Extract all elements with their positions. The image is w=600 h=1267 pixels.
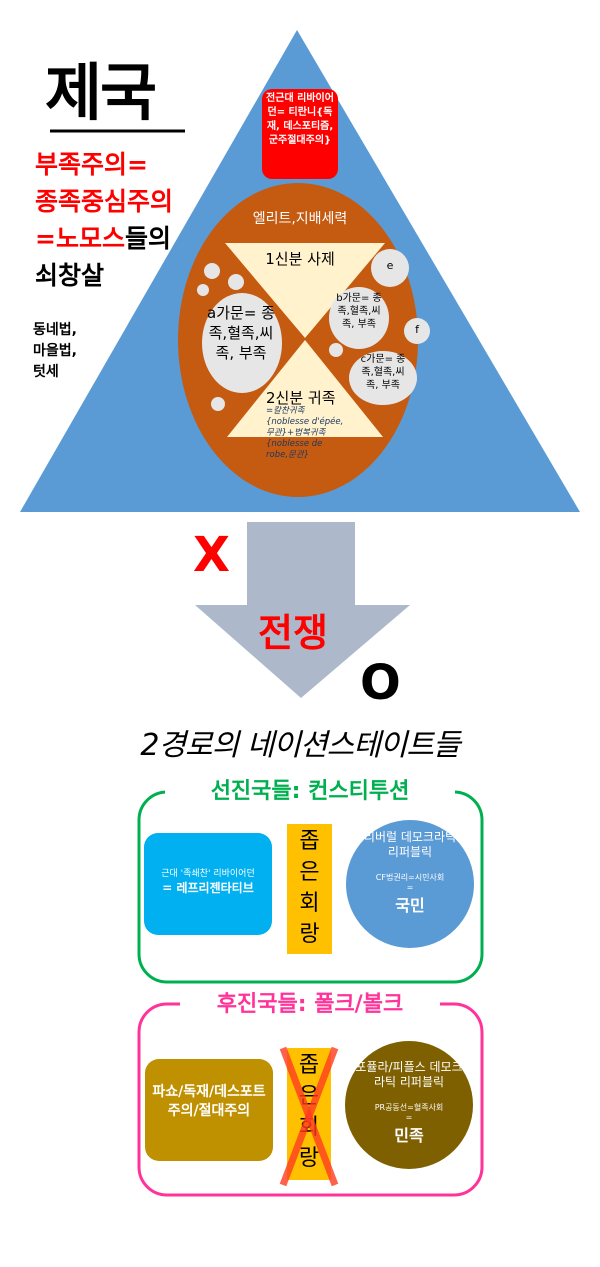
small-bubble — [228, 274, 244, 290]
late-circle-small: PR공동선=혈족사회 — [374, 1103, 444, 1112]
corridor-char: 회 — [298, 1115, 320, 1140]
corridor-char: 은 — [298, 1084, 320, 1109]
hourglass-bottom — [227, 340, 383, 437]
red-line: 부족주의= — [35, 150, 148, 179]
war-arrow — [195, 522, 410, 698]
clan-a-label: a가문= 종족,혈족,씨족, 부족 — [207, 304, 275, 362]
clan-f-bubble — [404, 318, 430, 344]
corridor-char: 좁 — [299, 829, 320, 854]
red-line: =노모스들의 — [35, 220, 235, 257]
clan-b-bubble — [329, 287, 389, 349]
war-label: 전쟁 — [258, 611, 328, 655]
advanced-heading: 선진국들: 컨스티투션 — [165, 773, 455, 805]
local-law-text: 동네법, 마을법, 텃세 — [33, 320, 77, 383]
estate1-label: 1신분 사제 — [265, 250, 335, 268]
advanced-left-text: 근대 '족쇄찬' 리바이어던 = 레프리젠타티브 — [146, 866, 270, 896]
late-circle-eq: = — [405, 1113, 413, 1122]
corridor-char: 회 — [299, 891, 320, 916]
estate2-label: 2신분 귀족 — [266, 389, 336, 407]
small-bubble — [329, 343, 343, 357]
advanced-circle — [346, 820, 474, 948]
clan-c-label: c가문= 종족,혈족,씨족, 부족 — [360, 354, 406, 391]
late-left-text: 파쇼/독재/데스포트주의/절대주의 — [152, 1084, 266, 1119]
tribalism-text: 부족주의= 종족중심주의 =노모스들의 쇠창살 — [35, 146, 235, 294]
subtitle: 2경로의 네이션스테이트들 — [140, 728, 460, 763]
advanced-left-big: = 레프리젠타티브 — [162, 881, 254, 895]
advanced-left-box — [144, 833, 272, 935]
advanced-circle-eq: = — [406, 883, 414, 892]
advanced-circle-small: CF법권리=시민사회 — [375, 873, 445, 882]
corridor-char: 랑 — [299, 922, 320, 947]
advanced-corridor-bg — [287, 824, 332, 954]
advanced-circle-big: 국민 — [395, 896, 425, 915]
corridor-char: 좁 — [298, 1053, 320, 1078]
clan-a-bubble — [202, 293, 282, 393]
local-law-line: 텃세 — [33, 364, 59, 380]
late-circle-big: 민족 — [394, 1126, 424, 1145]
advanced-circle-text: 리버럴 데모크라틱 리퍼블릭 CF법권리=시민사회 = 국민 — [358, 830, 462, 916]
local-law-line: 동네법, — [33, 322, 77, 338]
late-circle — [345, 1041, 473, 1169]
tail-text: 들의 — [124, 224, 171, 253]
corridor-char: 랑 — [298, 1146, 320, 1171]
page-title: 제국 — [45, 56, 157, 129]
clan-b-label: b가문= 종족,혈족,씨족, 부족 — [336, 293, 382, 330]
tyranny-box-bg — [262, 89, 338, 179]
advanced-left-small: 근대 '족쇄찬' 리바이어던 — [161, 869, 255, 879]
late-corridor: 좁 은 회 랑 — [287, 1050, 331, 1174]
small-bubble — [204, 263, 220, 279]
red-line: 종족중심주의 — [35, 187, 174, 216]
corridor-char: 은 — [299, 860, 320, 885]
elite-label: 엘리트,지배세력 — [252, 211, 348, 227]
hourglass-top — [225, 243, 385, 338]
local-law-line: 마을법, — [33, 343, 77, 359]
late-circle-title: 포퓰라/피플스 데모크라틱 리퍼블릭 — [355, 1060, 463, 1089]
clan-f-label: f — [415, 323, 419, 336]
nomos-text: =노모스 — [35, 224, 125, 253]
estate2-detail: =칼찬귀족{noblesse d'épée,무관}+법복귀족{noblesse … — [266, 406, 344, 460]
advanced-corridor: 좁 은 회 랑 — [287, 826, 332, 950]
clan-e-bubble — [371, 249, 409, 287]
late-heading: 후진국들: 폴크/볼크 — [180, 986, 440, 1018]
x-mark: X — [193, 527, 231, 583]
clan-c-bubble — [349, 351, 417, 405]
clan-e-label: e — [386, 259, 394, 272]
small-bubble — [211, 397, 225, 411]
o-mark: O — [360, 655, 401, 711]
small-bubble — [197, 284, 209, 296]
tyranny-box: 전근대 리바이어던= 티란니{독재, 데스포티즘, 군주절대주의} — [266, 93, 334, 146]
late-left-box — [145, 1059, 273, 1161]
iron-cage-text: 쇠창살 — [35, 261, 105, 290]
late-circle-text: 포퓰라/피플스 데모크라틱 리퍼블릭 PR공동선=혈족사회 = 민족 — [352, 1060, 466, 1146]
advanced-circle-title: 리버럴 데모크라틱 리퍼블릭 — [363, 830, 457, 859]
